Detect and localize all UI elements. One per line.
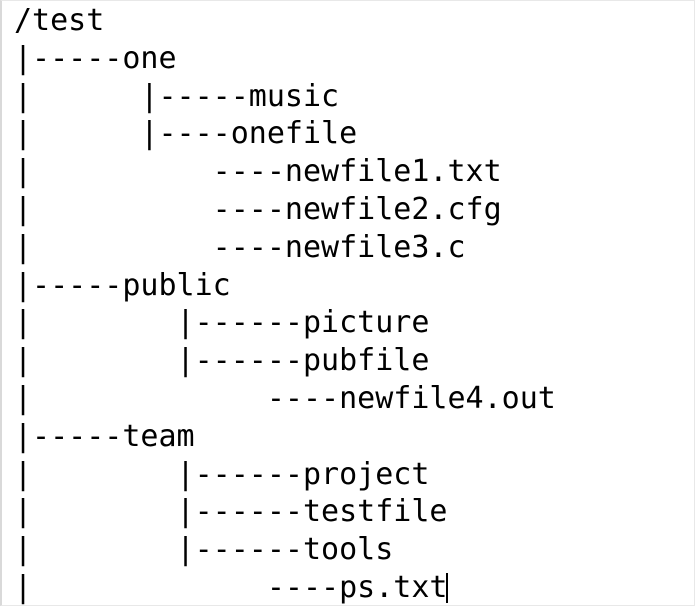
- text-cursor: [446, 572, 449, 603]
- tree-line: | |------picture: [14, 305, 430, 341]
- tree-line: | |------tools: [14, 532, 394, 568]
- tree-line: | ----newfile3.c: [14, 229, 466, 265]
- tree-line: | |------testfile: [14, 494, 448, 530]
- tree-line: | |------pubfile: [14, 343, 430, 379]
- tree-line: | |----onefile: [14, 116, 358, 152]
- directory-tree[interactable]: /test|-----one| |-----music| |----onefil…: [14, 2, 556, 605]
- tree-line: | ----newfile4.out: [14, 380, 556, 416]
- tree-line: |-----public: [14, 267, 231, 303]
- tree-line: | ----newfile1.txt: [14, 154, 502, 190]
- tree-line: | |------project: [14, 456, 430, 492]
- tree-line: | ----newfile2.cfg: [14, 191, 502, 227]
- tree-line: | ----ps.txt: [14, 569, 449, 605]
- tree-line: |-----one: [14, 40, 177, 76]
- tree-line: | |-----music: [14, 78, 340, 114]
- tree-line: |-----team: [14, 418, 195, 454]
- tree-line: /test: [14, 3, 105, 38]
